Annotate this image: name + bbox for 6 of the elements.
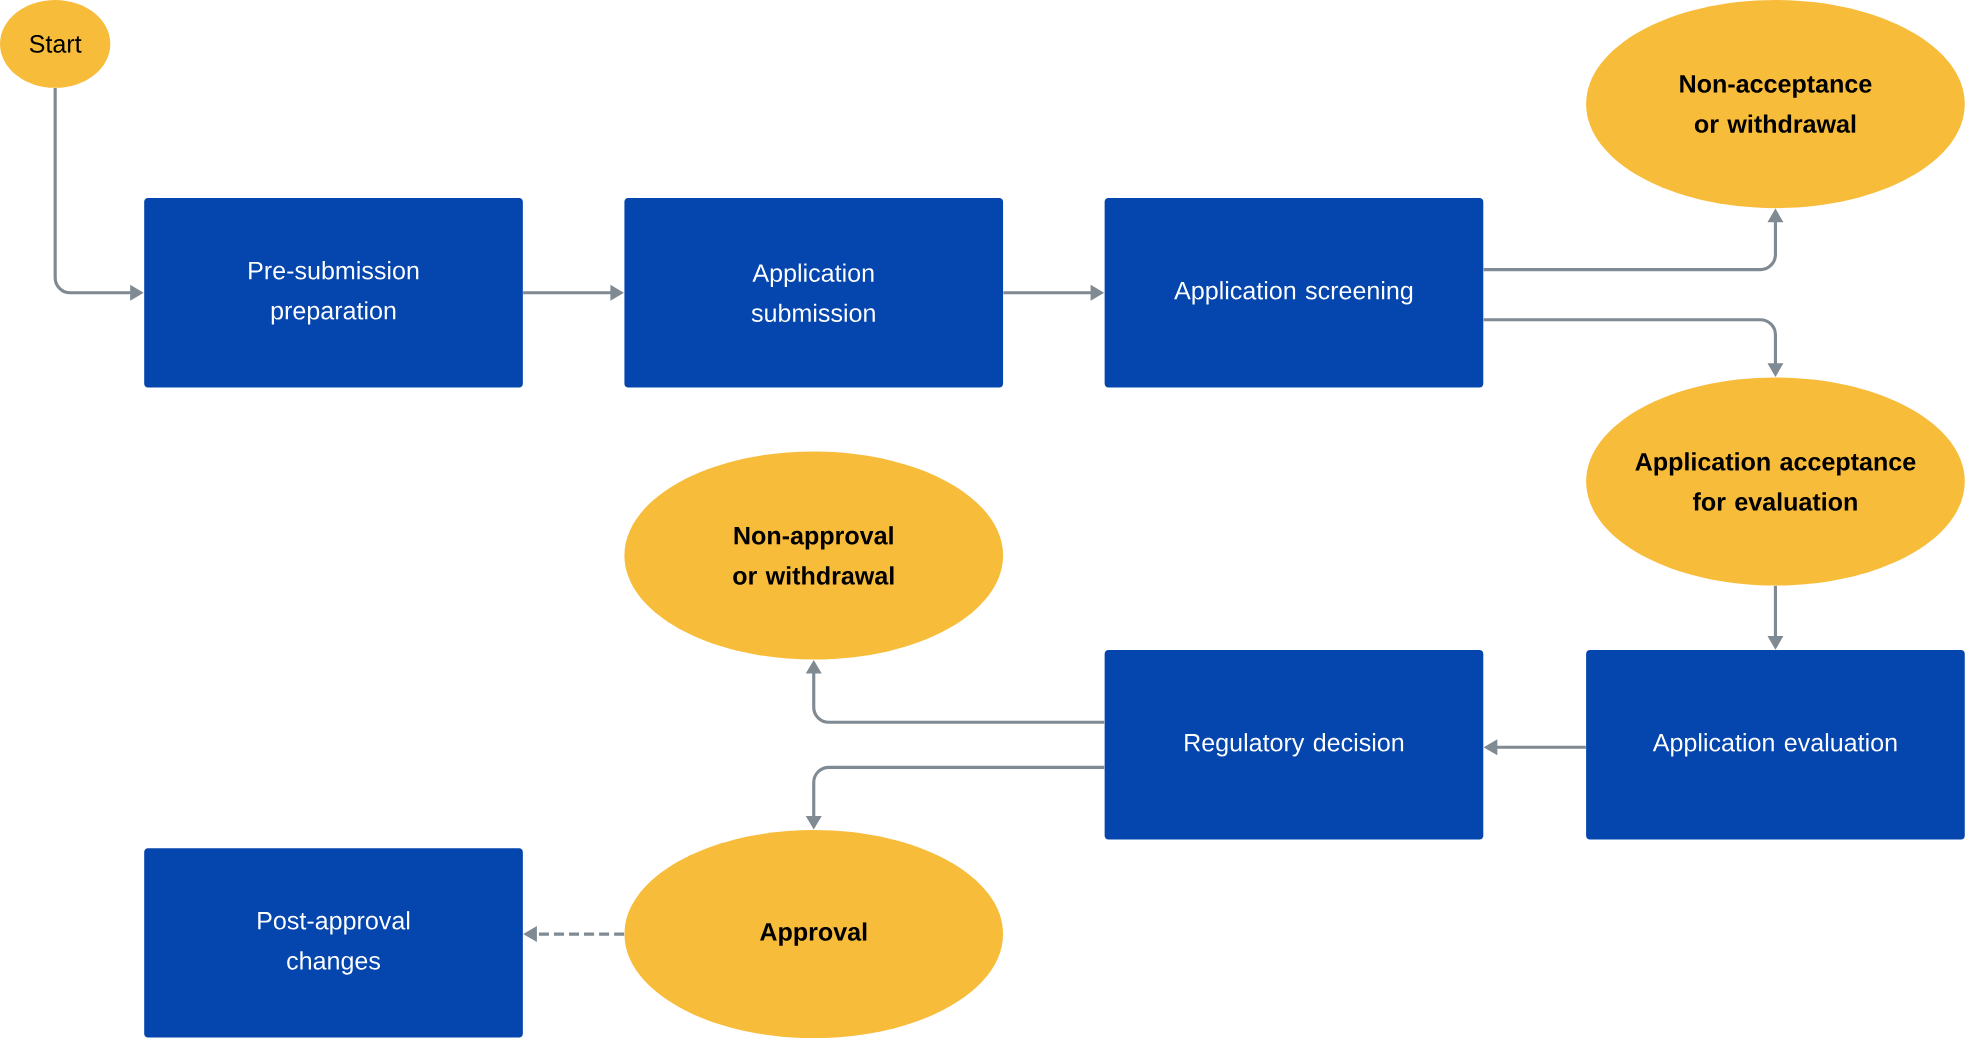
process-box: Application submission [624, 198, 1004, 388]
process-box: Pre-submission preparation [144, 198, 523, 388]
process-box: Application evaluation [1586, 650, 1965, 840]
process-box: Post-approval changes [144, 848, 523, 1038]
process-box: Application screening [1104, 198, 1484, 388]
process-box: Regulatory decision [1104, 650, 1484, 840]
